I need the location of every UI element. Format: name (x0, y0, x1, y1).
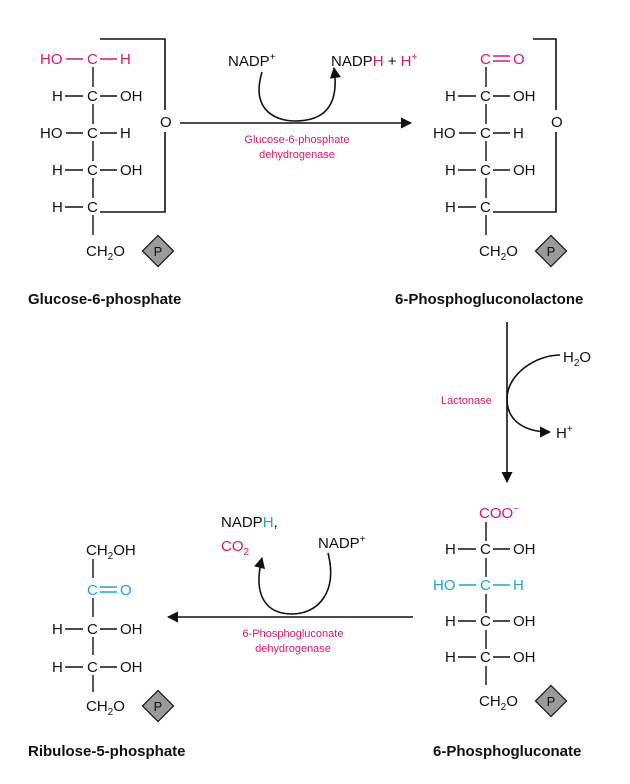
pg-c3-ho: HO (433, 577, 456, 594)
g6p-ring-bottom (100, 132, 166, 213)
pgl-c3-ho: HO (433, 125, 456, 142)
g6p-c3-ho: HO (40, 125, 63, 142)
ru5p-c4-c: C (87, 659, 98, 676)
pgl-c3-c: C (480, 125, 491, 142)
reaction-1-products: NADPH + H+ (331, 52, 417, 70)
reaction-3-6pg-dehydrogenase: NADP+ NADPH, CO2 6-Phosphogluconate dehy… (166, 514, 413, 655)
ru5p-phosphate-p: P (154, 699, 163, 714)
reaction-2-water: H2O (563, 349, 591, 369)
reaction-3-enzyme-line2: dehydrogenase (255, 643, 331, 655)
pgl-ch2o: CH2O (479, 243, 518, 263)
pgl-c4-h: H (445, 162, 456, 179)
g6p-c1-ho: HO (40, 51, 63, 68)
g6p-label: Glucose-6-phosphate (28, 291, 181, 308)
g6p-c1-h: H (120, 51, 131, 68)
phosphogluconolactone-structure: C O H C OH HO C H H C OH H C O C (395, 38, 583, 308)
ru5p-label: Ribulose-5-phosphate (28, 743, 186, 760)
g6p-ring-top (100, 38, 166, 110)
ru5p-c2-o: O (120, 582, 132, 599)
pgl-c2-c: C (480, 88, 491, 105)
pgl-label: 6-Phosphogluconolactone (395, 291, 583, 308)
pg-c2-c: C (480, 541, 491, 558)
g6p-c2-oh: OH (120, 88, 143, 105)
pgl-c4-oh: OH (513, 162, 536, 179)
g6p-c2-c: C (87, 88, 98, 105)
ru5p-c4-oh: OH (120, 659, 143, 676)
glucose-6-phosphate-structure: HO C H H C OH HO C H H C OH H C O (28, 38, 181, 308)
pg-c5-c: C (480, 649, 491, 666)
phosphogluconate-structure: COO− H C OH HO C H H C OH H C OH CH2O P … (433, 504, 581, 760)
ru5p-c1-ch2oh: CH2OH (86, 542, 136, 562)
reaction-3-co2-out: CO2 (221, 538, 250, 558)
g6p-c2-h: H (52, 88, 63, 105)
reaction-3-nadph-out: NADPH, (221, 514, 278, 531)
g6p-phosphate-p: P (154, 244, 163, 259)
reaction-2-proton: H+ (556, 424, 573, 442)
pg-c2-h: H (445, 541, 456, 558)
reaction-2-lactonase: H2O H+ Lactonase (441, 322, 591, 484)
pg-ch2o: CH2O (479, 693, 518, 713)
ru5p-c3-c: C (87, 621, 98, 638)
reaction-1-cofactor-arc (258, 66, 342, 122)
g6p-c1-c: C (87, 51, 98, 68)
pg-label: 6-Phosphogluconate (433, 743, 581, 760)
g6p-c4-c: C (87, 162, 98, 179)
reaction-3-enzyme-line1: 6-Phosphogluconate (243, 628, 344, 640)
pgl-c2-h: H (445, 88, 456, 105)
pg-c2-oh: OH (513, 541, 536, 558)
reaction-3-nadp-in: NADP+ (318, 534, 366, 552)
pgl-c2-oh: OH (513, 88, 536, 105)
g6p-c3-c: C (87, 125, 98, 142)
pgl-ring-oxygen: O (551, 114, 563, 131)
g6p-phosphate-diamond (141, 234, 175, 268)
pgl-c3-h: H (513, 125, 524, 142)
pgl-c5-c: C (480, 199, 491, 216)
ru5p-c3-h: H (52, 621, 63, 638)
g6p-c5-c: C (87, 199, 98, 216)
pg-c4-c: C (480, 613, 491, 630)
pg-c4-oh: OH (513, 613, 536, 630)
reaction-1-enzyme-line1: Glucose-6-phosphate (244, 134, 349, 146)
pgl-phosphate-p: P (547, 244, 556, 259)
pgl-c1-o: O (513, 51, 525, 68)
g6p-c3-h: H (120, 125, 131, 142)
reaction-1-g6p-dehydrogenase: NADP+ NADPH + H+ Glucose-6-phosphate deh… (180, 52, 417, 161)
pgl-c4-c: C (480, 162, 491, 179)
ru5p-ch2o: CH2O (86, 698, 125, 718)
reaction-3-cofactor-arc (254, 552, 332, 615)
g6p-c5-h: H (52, 199, 63, 216)
ru5p-c4-h: H (52, 659, 63, 676)
pg-coo: COO− (479, 504, 519, 522)
g6p-ch2o: CH2O (86, 243, 125, 263)
pg-phosphate-diamond (534, 684, 568, 718)
pg-c3-h: H (513, 577, 524, 594)
pgl-ring-bottom (493, 132, 557, 213)
reaction-1-nadp-in: NADP+ (228, 52, 276, 70)
pgl-c5-h: H (445, 199, 456, 216)
pgl-ring-top (533, 38, 557, 110)
ru5p-phosphate-diamond (141, 689, 175, 723)
pg-c3-c: C (480, 577, 491, 594)
ribulose-5-phosphate-structure: CH2OH C O H C OH H C OH CH2O P Ribulose-… (28, 542, 186, 760)
g6p-c4-oh: OH (120, 162, 143, 179)
pgl-phosphate-diamond (534, 234, 568, 268)
pg-c5-oh: OH (513, 649, 536, 666)
ru5p-c3-oh: OH (120, 621, 143, 638)
g6p-c4-h: H (52, 162, 63, 179)
pg-c4-h: H (445, 613, 456, 630)
ru5p-c2-c: C (87, 582, 98, 599)
reaction-1-enzyme-line2: dehydrogenase (259, 149, 335, 161)
pg-phosphate-p: P (547, 694, 556, 709)
pg-c5-h: H (445, 649, 456, 666)
g6p-ring-oxygen: O (160, 114, 172, 131)
reaction-2-water-arc (506, 354, 561, 438)
reaction-2-enzyme: Lactonase (441, 395, 492, 407)
pgl-c1-c: C (480, 51, 491, 68)
